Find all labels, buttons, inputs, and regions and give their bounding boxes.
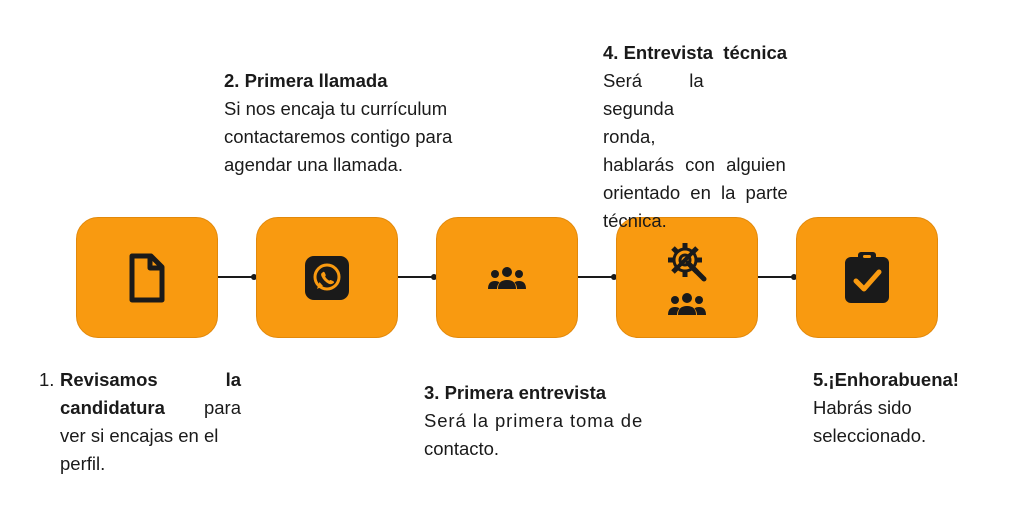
step-3-title: 3. Primera entrevista: [424, 382, 607, 403]
step-1-line-2: candidatura para: [60, 394, 241, 422]
step-4-body-line: hablarás con alguien: [603, 154, 786, 175]
connector-3-4: [577, 276, 617, 278]
step-4-box: [616, 217, 758, 338]
whatsapp-icon: [304, 255, 350, 301]
step-1-line-4: perfil.: [60, 453, 106, 474]
connector-dot: [251, 274, 257, 280]
step-2-title: 2. Primera llamada: [224, 70, 388, 91]
step-4-title: 4. Entrevista técnica: [603, 42, 788, 63]
step-5-box: [796, 217, 938, 338]
step-1-line-1: Revisamos la: [60, 366, 241, 394]
step-5-body-line: seleccionado.: [813, 425, 927, 446]
step-3-body-line: contacto.: [424, 438, 500, 459]
step-3-box: [436, 217, 578, 338]
step-1-title-word: la: [225, 369, 241, 390]
step-3-body-line: Será la primera toma de: [424, 407, 664, 435]
group-icon: [487, 265, 527, 291]
step-1-line-3: ver si encajas en el: [60, 425, 219, 446]
step-5-title: 5.¡Enhorabuena!: [813, 369, 959, 390]
step-3-text: 3. Primera entrevista Será la primera to…: [424, 379, 664, 463]
step-4-body-line: ronda,: [603, 126, 656, 147]
step-1-title-word: candidatura: [60, 397, 165, 418]
step-5-text: 5.¡Enhorabuena! Habrás sido seleccionado…: [813, 366, 1003, 450]
connector-dot: [791, 274, 797, 280]
document-icon: [127, 252, 167, 304]
connector-2-3: [397, 276, 437, 278]
step-1-text: Revisamos la candidatura para ver si enc…: [60, 366, 241, 478]
step-1-box: [76, 217, 218, 338]
step-1-title-word: Revisamos: [60, 369, 158, 390]
step-4-body-line: orientado en la parte: [603, 182, 788, 203]
step-2-box: [256, 217, 398, 338]
step-2-body-line: contactaremos contigo para: [224, 126, 453, 147]
step-1-body-word: para: [203, 397, 241, 418]
step-4-body-line: técnica.: [603, 210, 667, 231]
step-2-body-line: agendar una llamada.: [224, 154, 403, 175]
step-4-body-line: Será la segunda: [603, 70, 704, 119]
step-1-number: 1.: [39, 369, 55, 390]
step-3-body-line-text: Será la primera toma de: [424, 410, 644, 431]
connector-1-2: [217, 276, 257, 278]
connector-4-5: [757, 276, 797, 278]
step-5-body-line: Habrás sido: [813, 397, 912, 418]
connector-dot: [611, 274, 617, 280]
step-2-body-line: Si nos encaja tu currículum: [224, 98, 448, 119]
step-4-text: 4. Entrevista técnica Será la segunda ro…: [603, 39, 813, 235]
step-2-text: 2. Primera llamada Si nos encaja tu curr…: [224, 67, 486, 179]
clipboard-check-icon: [842, 250, 892, 306]
connector-dot: [431, 274, 437, 280]
group-icon: [667, 291, 707, 317]
gear-wrench-icon: [664, 239, 710, 285]
